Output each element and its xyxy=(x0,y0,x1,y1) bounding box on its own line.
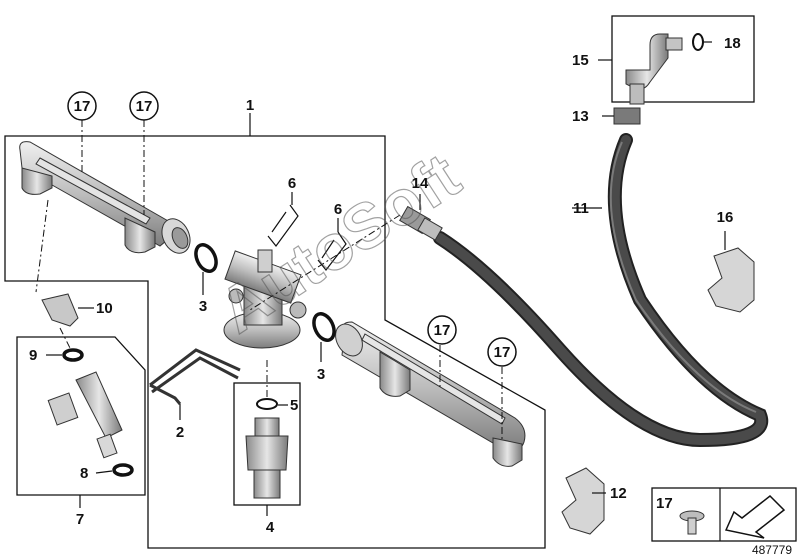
label-10: 10 xyxy=(96,300,113,317)
label-18: 18 xyxy=(724,35,741,52)
label-17-circle-1: 17 xyxy=(67,91,97,121)
label-7: 7 xyxy=(76,511,84,528)
label-17-circle-3: 17 xyxy=(427,315,457,345)
pressure-sensor xyxy=(245,417,289,499)
injector xyxy=(47,371,123,459)
o-ring-9 xyxy=(62,348,84,362)
pressure-regulator xyxy=(223,249,307,349)
o-ring-3-right xyxy=(312,312,336,342)
bracket-2 xyxy=(149,348,241,405)
clip-12 xyxy=(561,467,605,535)
group-frame-15 xyxy=(611,15,755,103)
o-ring-8 xyxy=(112,463,134,477)
hose-clamp-13 xyxy=(613,107,641,125)
direction-arrow-icon xyxy=(724,494,786,539)
label-5: 5 xyxy=(290,397,298,414)
elbow-connector-15 xyxy=(625,33,683,105)
legend-label-17: 17 xyxy=(656,495,673,512)
connector-14 xyxy=(399,205,443,241)
reference-number: 487779 xyxy=(752,543,792,557)
label-9: 9 xyxy=(29,347,37,364)
legend-frame xyxy=(651,487,797,542)
label-3-left: 3 xyxy=(199,298,207,315)
screw-17-icon xyxy=(679,510,705,535)
label-8: 8 xyxy=(80,465,88,482)
label-6-right: 6 xyxy=(334,201,342,218)
fuel-rail-left xyxy=(19,141,191,254)
svg-text:17: 17 xyxy=(74,98,91,115)
svg-text:17: 17 xyxy=(494,344,511,361)
o-ring-3-left xyxy=(194,243,218,273)
clip-6-left xyxy=(267,204,299,247)
label-4: 4 xyxy=(266,519,275,536)
label-12: 12 xyxy=(610,485,627,502)
svg-text:17: 17 xyxy=(434,322,451,339)
clip-10 xyxy=(41,293,79,327)
label-15: 15 xyxy=(572,52,589,69)
label-2: 2 xyxy=(176,424,184,441)
label-14: 14 xyxy=(412,175,429,192)
label-3-right: 3 xyxy=(317,366,325,383)
group-frame-7 xyxy=(16,336,146,496)
clip-6-right xyxy=(317,231,347,271)
label-13: 13 xyxy=(572,108,589,125)
watermark: AutoSoft xyxy=(206,139,472,347)
o-ring-18 xyxy=(692,33,704,51)
label-17-circle-2: 17 xyxy=(129,91,159,121)
o-ring-5 xyxy=(256,398,278,410)
label-17-circle-4: 17 xyxy=(487,337,517,367)
label-1: 1 xyxy=(246,97,254,114)
fuel-rail-right xyxy=(335,321,526,467)
label-16: 16 xyxy=(717,209,734,226)
svg-text:17: 17 xyxy=(136,98,153,115)
label-6-left: 6 xyxy=(288,175,296,192)
group-frame-1 xyxy=(4,135,546,549)
clip-16 xyxy=(707,247,755,313)
label-11: 11 xyxy=(573,200,589,217)
